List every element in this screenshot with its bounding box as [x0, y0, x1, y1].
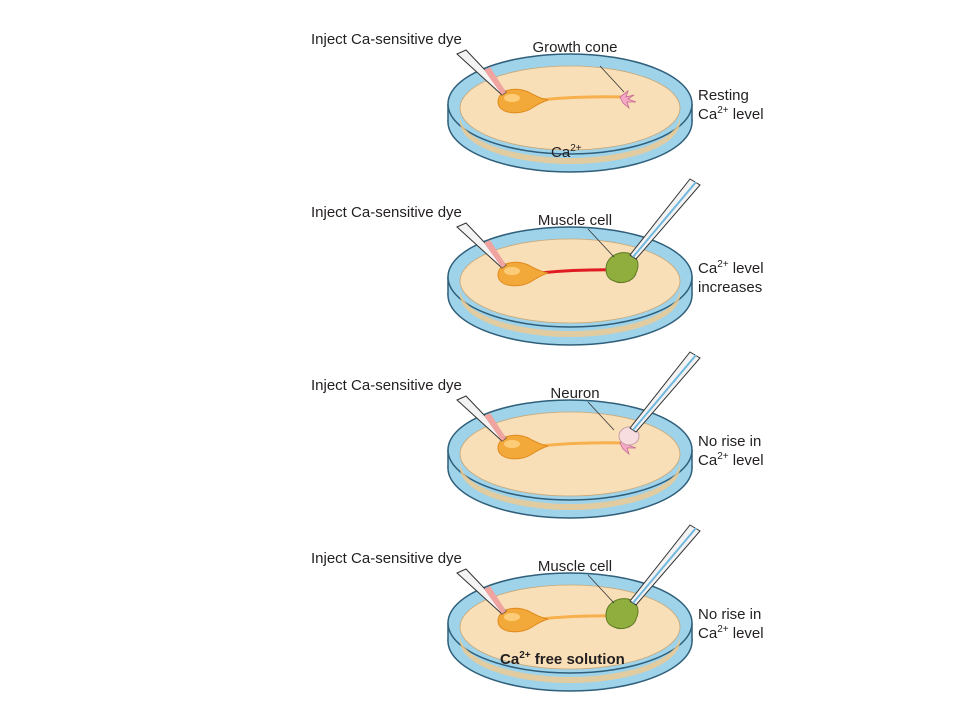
- result-line-2-superscript: 2+: [717, 624, 729, 635]
- inject-dye-label: Inject Ca-sensitive dye: [311, 204, 462, 221]
- callout-line: [599, 65, 625, 93]
- axon: [538, 441, 627, 448]
- callout-label: Neuron: [550, 385, 599, 402]
- soma-highlight: [504, 440, 520, 448]
- result-line-1: Resting: [698, 87, 749, 104]
- culture-medium: [459, 65, 681, 151]
- dish-rim-highlight: [469, 396, 611, 416]
- muscle-cell: [605, 598, 639, 630]
- soma-highlight: [504, 94, 520, 102]
- result-line-2: Ca2+ level: [698, 624, 764, 642]
- muscle-cell: [605, 252, 639, 284]
- result-line-2: increases: [698, 279, 762, 296]
- dye-pipette-tip: [484, 67, 506, 95]
- callout-label: Muscle cell: [538, 558, 612, 575]
- result-line-2: Ca2+ level: [698, 451, 764, 469]
- callout-line: [587, 401, 615, 431]
- callout-line: [587, 574, 615, 604]
- result-line-2-rest: level: [729, 452, 764, 469]
- dish-rim-highlight: [469, 223, 611, 243]
- result-line-2-rest: level: [729, 625, 764, 642]
- callout-line: [587, 228, 615, 258]
- axon: [538, 95, 627, 102]
- result-line-2-main: Ca: [698, 452, 718, 469]
- callout-label: Muscle cell: [538, 212, 612, 229]
- soma-highlight: [504, 267, 520, 275]
- recording-pipette-fluid: [632, 181, 697, 258]
- result-line-1: Ca2+ level: [698, 259, 764, 277]
- inject-dye-label: Inject Ca-sensitive dye: [311, 377, 462, 394]
- result-line-2-main: Ca: [698, 106, 718, 123]
- target-neuron-cell: [618, 426, 640, 446]
- result-line-1-rest: level: [729, 260, 764, 277]
- result-line-2-rest: level: [729, 106, 764, 123]
- dish-bottom-label-main: Ca: [500, 651, 520, 668]
- dish-bottom-label: Ca2+ free solution: [500, 650, 625, 668]
- soma-highlight: [504, 613, 520, 621]
- dish-bottom-label-main: Ca: [551, 144, 571, 161]
- result-line-1-superscript: 2+: [717, 259, 729, 270]
- result-line-2-superscript: 2+: [717, 105, 729, 116]
- result-line-1: No rise in: [698, 606, 761, 623]
- dish-bottom-label-superscript: 2+: [519, 650, 531, 661]
- dish-bottom-label-rest: free solution: [531, 651, 625, 668]
- recording-pipette-fluid: [632, 354, 697, 431]
- callout-label: Growth cone: [532, 39, 617, 56]
- inject-dye-label: Inject Ca-sensitive dye: [311, 31, 462, 48]
- result-text: Ca2+ level increases: [698, 259, 764, 296]
- dish-bottom-label: Ca2+: [551, 143, 582, 161]
- result-line-1-main: Ca: [698, 260, 718, 277]
- result-line-2-superscript: 2+: [717, 451, 729, 462]
- growth-cone: [619, 89, 637, 110]
- dish-rim-highlight: [469, 569, 611, 589]
- recording-pipette-fluid: [632, 527, 697, 604]
- result-line-2-main: Ca: [698, 625, 718, 642]
- result-line-1: No rise in: [698, 433, 761, 450]
- dye-pipette-tip: [484, 413, 506, 441]
- dish-bottom-label-superscript: 2+: [570, 143, 582, 154]
- dish-rim-highlight: [469, 50, 611, 70]
- dye-pipette-tip: [484, 240, 506, 268]
- inject-dye-label: Inject Ca-sensitive dye: [311, 550, 462, 567]
- dye-pipette-tip: [484, 586, 506, 614]
- result-line-2: Ca2+ level: [698, 105, 764, 123]
